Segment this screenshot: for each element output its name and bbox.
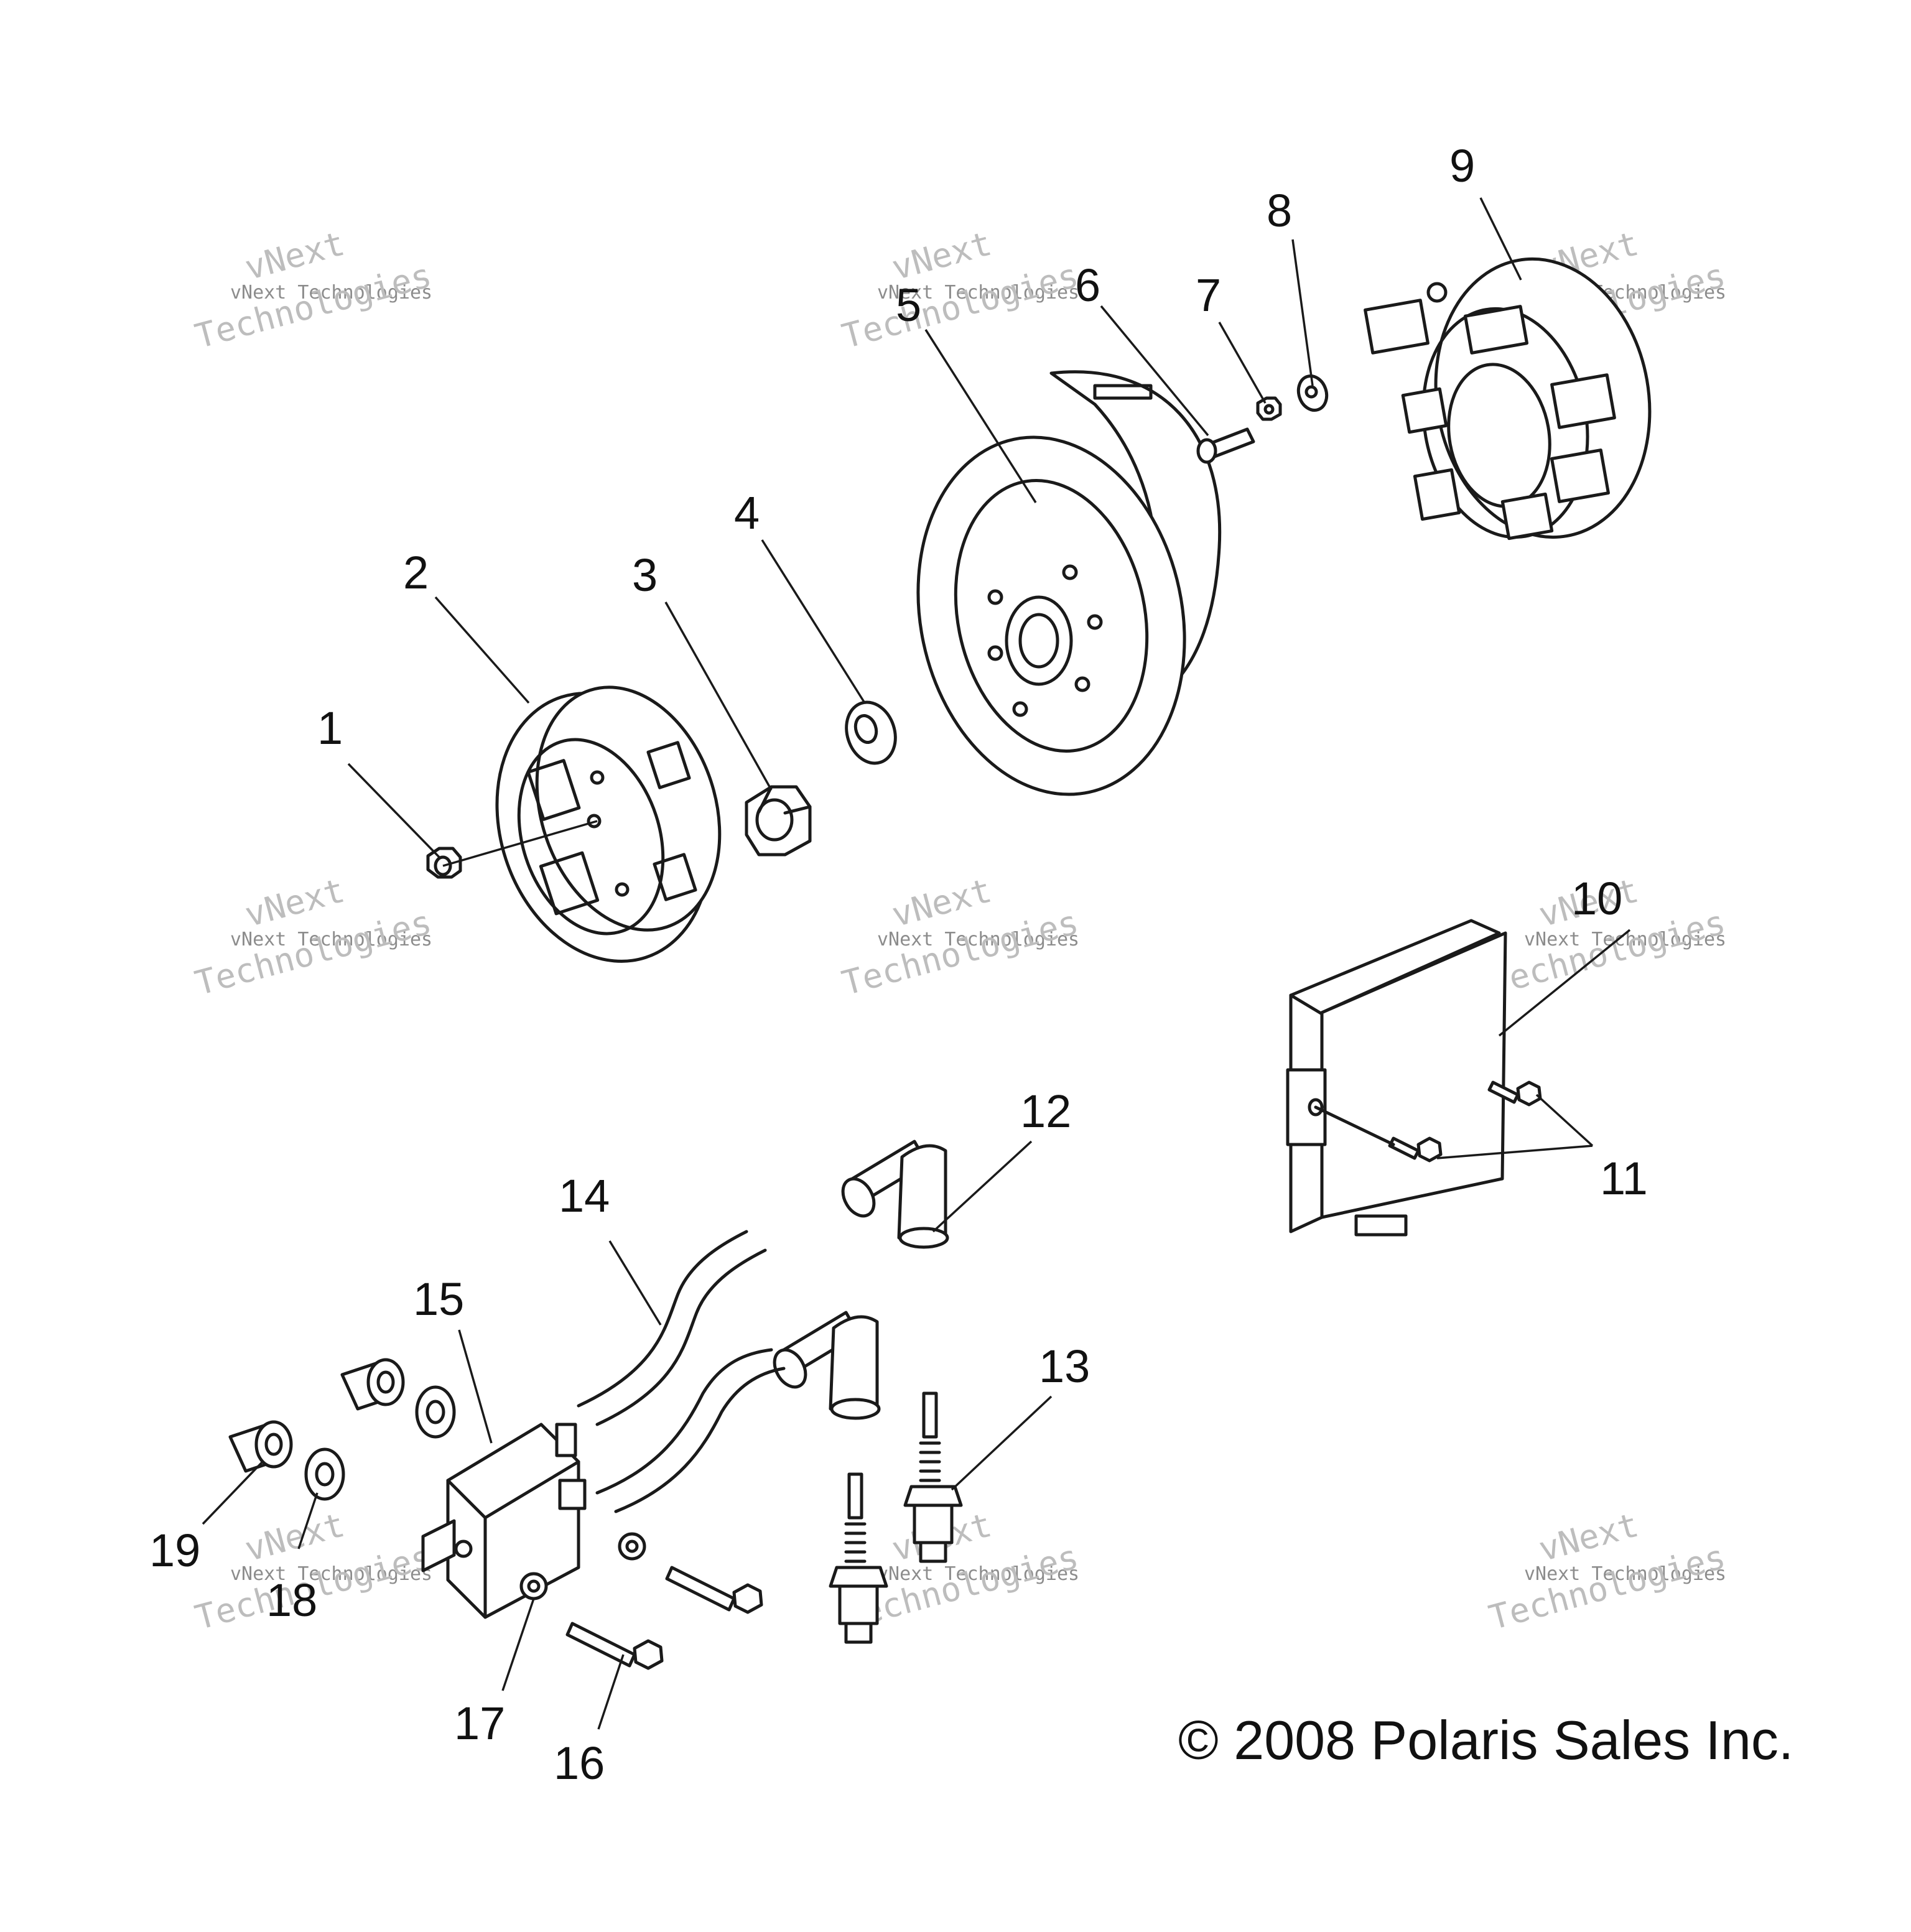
callout-11: 11 xyxy=(1600,1153,1648,1204)
callout-1: 1 xyxy=(317,702,343,754)
part-12-plug-cap xyxy=(841,1140,949,1249)
watermark-top-center: vNext vNext Technologies Technologies xyxy=(838,224,1082,356)
svg-text:vNext: vNext xyxy=(888,871,995,935)
part-5-flywheel xyxy=(916,370,1222,796)
watermark-mid-left: vNext vNext Technologies Technologies xyxy=(191,871,435,1003)
svg-text:vNext: vNext xyxy=(241,224,348,288)
svg-text:vNext Technologies: vNext Technologies xyxy=(1524,1563,1726,1585)
svg-text:vNext Technologies: vNext Technologies xyxy=(877,929,1079,950)
watermark-mid-center: vNext vNext Technologies Technologies xyxy=(838,871,1082,1003)
callout-2: 2 xyxy=(403,547,429,598)
part-1-bolt xyxy=(426,847,462,879)
part-4-washer xyxy=(845,700,897,765)
svg-text:vNext Technologies: vNext Technologies xyxy=(877,1563,1079,1585)
part-15-ignition-coil xyxy=(421,1423,587,1619)
svg-text:vNext Technologies: vNext Technologies xyxy=(230,1563,432,1585)
part-9-stator xyxy=(1364,257,1652,541)
callout-19: 19 xyxy=(149,1525,200,1576)
callout-14: 14 xyxy=(559,1170,610,1222)
part-10-cdi-box xyxy=(1286,919,1507,1237)
watermark-top-left: vNext vNext Technologies Technologies xyxy=(191,224,435,356)
svg-text:vNext: vNext xyxy=(241,1505,348,1569)
callout-9: 9 xyxy=(1449,140,1475,192)
part-18-spacers xyxy=(304,1385,456,1501)
callout-3: 3 xyxy=(632,549,658,601)
part-14-ht-leads xyxy=(577,1230,786,1513)
callout-5: 5 xyxy=(896,279,921,331)
copyright-notice: © 2008 Polaris Sales Inc. xyxy=(1178,1709,1793,1771)
callout-10: 10 xyxy=(1571,873,1622,924)
callout-18: 18 xyxy=(266,1574,317,1626)
leader-lines xyxy=(202,197,1631,1730)
svg-text:vNext: vNext xyxy=(888,224,995,288)
part-8-washer xyxy=(1296,374,1329,412)
callout-labels: 1 2 3 4 5 6 7 8 9 10 11 12 13 14 15 16 1… xyxy=(149,140,1648,1789)
callout-17: 17 xyxy=(454,1697,505,1749)
part-19-grommets xyxy=(228,1358,405,1473)
svg-text:vNext Technologies: vNext Technologies xyxy=(230,929,432,950)
callout-13: 13 xyxy=(1039,1340,1090,1392)
part-3-hex-nut xyxy=(745,785,812,857)
callout-15: 15 xyxy=(413,1273,464,1325)
callout-12: 12 xyxy=(1020,1085,1071,1137)
part-11-bolts xyxy=(1314,1080,1542,1163)
part-2-starter-cup xyxy=(495,685,722,963)
part-13-spark-plug-right xyxy=(903,1391,963,1563)
callout-8: 8 xyxy=(1267,185,1292,236)
watermark-bottom-right: vNext vNext Technologies Technologies xyxy=(1485,1505,1729,1638)
part-7-nut xyxy=(1256,396,1282,421)
svg-text:vNext Technologies: vNext Technologies xyxy=(877,282,1079,304)
svg-text:vNext: vNext xyxy=(241,871,348,935)
svg-text:vNext: vNext xyxy=(1535,1505,1642,1569)
part-13-spark-plug-left xyxy=(829,1472,888,1644)
part-16-bolts xyxy=(565,1566,763,1670)
callout-16: 16 xyxy=(554,1737,605,1789)
part-plug-cap-lower xyxy=(773,1311,881,1420)
part-6-screw xyxy=(1196,427,1255,464)
callout-6: 6 xyxy=(1075,259,1100,311)
callout-4: 4 xyxy=(734,487,760,539)
callout-7: 7 xyxy=(1196,269,1221,321)
svg-text:vNext Technologies: vNext Technologies xyxy=(230,282,432,304)
